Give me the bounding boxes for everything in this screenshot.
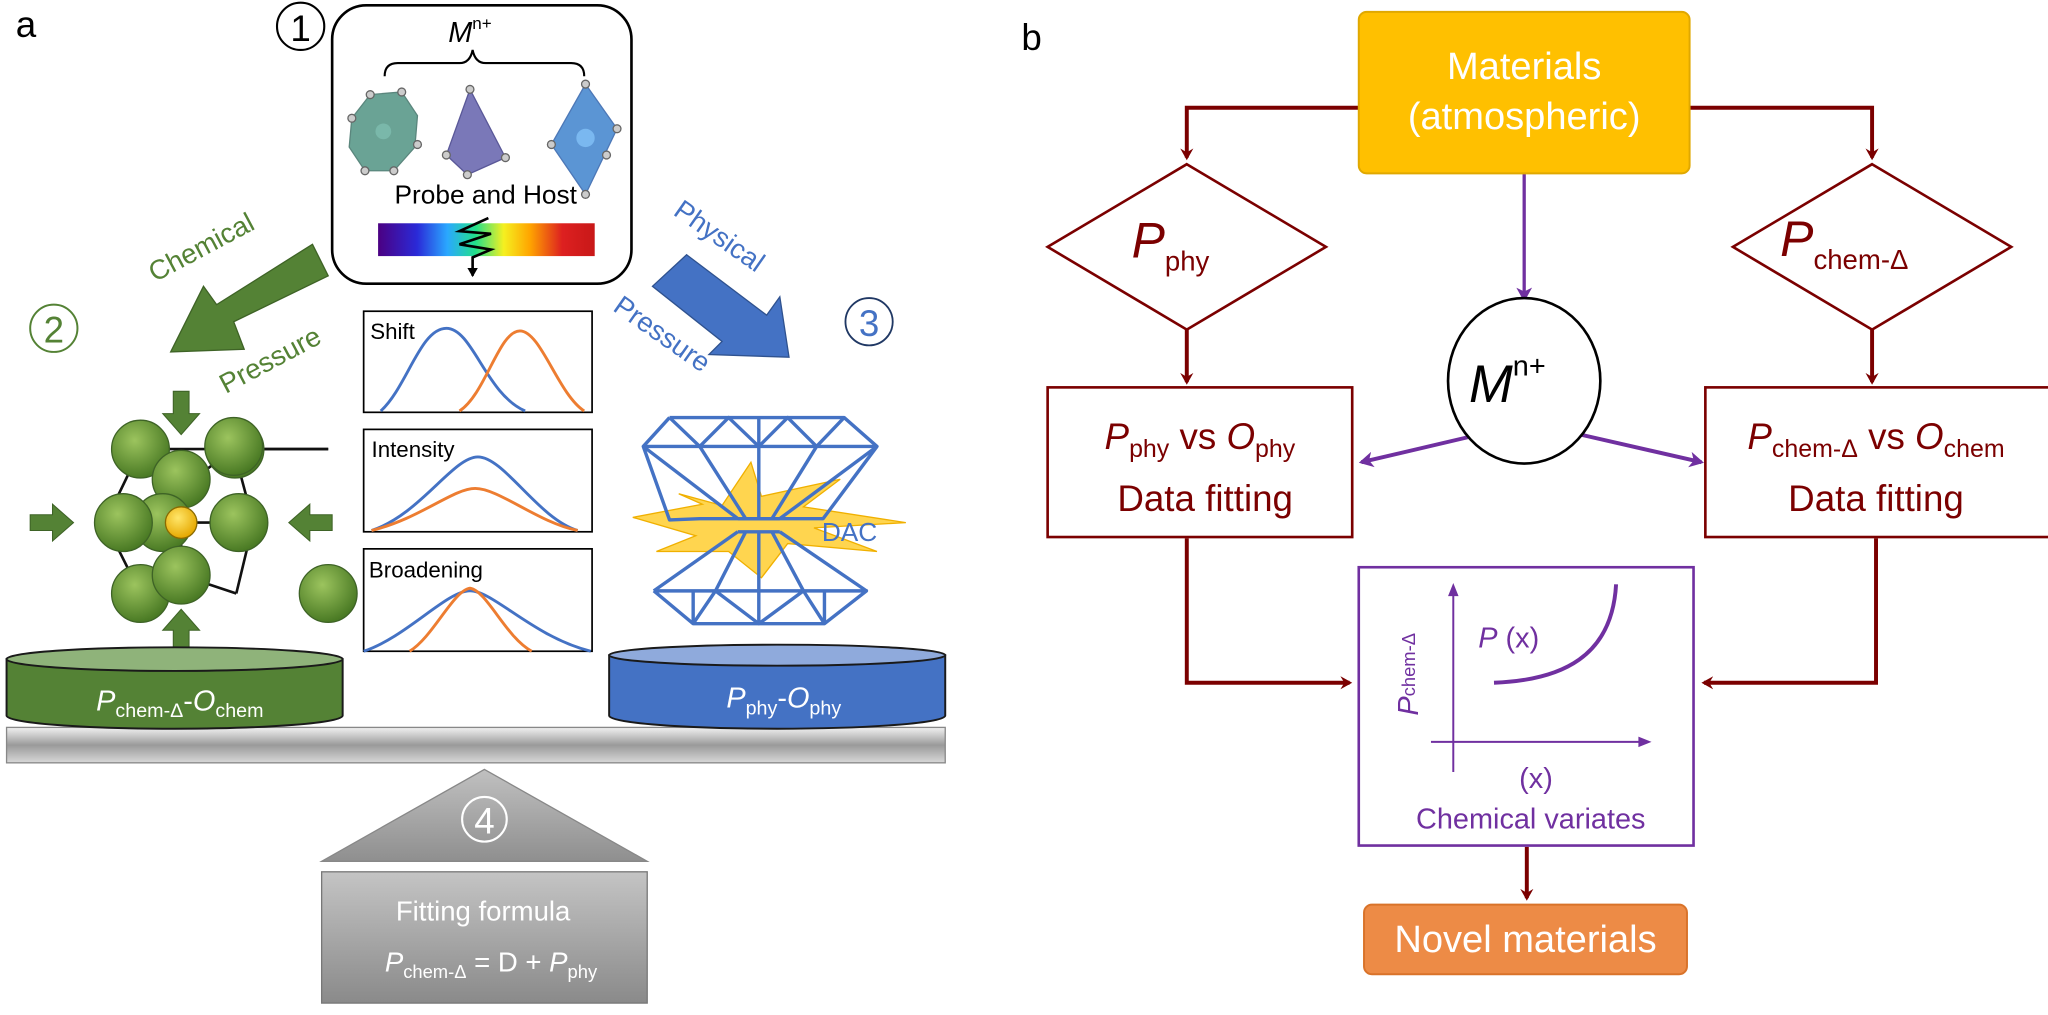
pchem-decision: Pchem-Δ [1730, 162, 2014, 332]
panel-a-label: a [16, 4, 37, 45]
spectrum-label: Broadening [369, 558, 483, 583]
step-1-number: 1 [290, 8, 310, 49]
ion-node-label: Mn+ [1469, 351, 1546, 414]
pphy-decision: Pphy [1045, 162, 1329, 332]
lattice-structure [93, 416, 358, 624]
step-1-badge [275, 1, 326, 52]
spectrum-panel-broadening: Broadening [362, 548, 593, 653]
connector-fitphy-to-plot [1184, 538, 1353, 690]
atom [93, 493, 153, 553]
materials-line1: Materials [1447, 46, 1601, 88]
phy-platform: Pphy-Ophy [608, 643, 947, 730]
chemical-pressure-arrow: Chemical Pressure [143, 206, 330, 399]
arrow-up-icon [161, 608, 201, 654]
plot-curve-label: P (x) [1478, 622, 1539, 654]
chemical-variates-node: P (x) Pchem-Δ (x) Chemical variates [1357, 565, 1695, 847]
step-4-badge [461, 795, 508, 843]
chem-platform: Pchem-Δ-Ochem [5, 646, 344, 730]
fitting-formula: Pchem-Δ = D + Pphy [385, 947, 598, 983]
fit-phy-line1: Pphy vs Ophy [1105, 416, 1296, 463]
step-1: 1 Mn+ Probe and Host [275, 1, 633, 285]
arrow-right-icon [29, 503, 75, 543]
fit-chem-line1: Pchem-Δ vs Ochem [1747, 416, 2004, 463]
atom [298, 563, 358, 624]
spectrum-label: Shift [370, 319, 415, 344]
dac-label: DAC [822, 517, 877, 547]
physical-pressure-arrow: Physical Pressure [608, 194, 790, 378]
novel-materials-node: Novel materials [1363, 903, 1688, 976]
plot-caption: Chemical variates [1416, 803, 1645, 835]
atom [110, 419, 171, 479]
polyhedron-tetrahedral-icon [441, 84, 511, 180]
fitting-formula-box [320, 871, 648, 1004]
step-4-number: 4 [474, 801, 494, 842]
spectrum-panel-shift: Shift [362, 310, 593, 414]
materials-node: Materials (atmospheric) [1357, 10, 1691, 175]
flow-connectors [1180, 105, 1879, 901]
atom [151, 545, 211, 605]
plot-x-label: (x) [1519, 763, 1553, 795]
arrow-left-icon [288, 503, 333, 543]
arrow-down-icon [161, 390, 201, 436]
phy-platform-label: Pphy-Ophy [726, 683, 841, 720]
polyhedron-octahedral-icon [546, 79, 622, 199]
novel-materials-label: Novel materials [1394, 919, 1656, 961]
spectrum-label: Intensity [372, 437, 456, 462]
pphy-label: Pphy [1132, 212, 1210, 276]
materials-line2: (atmospheric) [1408, 96, 1641, 138]
chem-platform-label: Pchem-Δ-Ochem [96, 685, 263, 722]
connector-ion-to-fit-chem [1580, 432, 1704, 468]
ion-label: Mn+ [448, 14, 492, 49]
polyhedron-dodecahedral-icon [347, 87, 423, 176]
step-3-number: 3 [859, 303, 879, 344]
fit-chem-node: Pchem-Δ vs Ochem Data fitting [1704, 386, 2048, 539]
spectrum-panel-intensity: Intensity [362, 428, 593, 533]
balance-beam [5, 726, 946, 764]
pchem-label: Pchem-Δ [1780, 211, 1908, 275]
atom [204, 416, 264, 476]
connector-materials-to-pphy [1180, 105, 1359, 161]
fitting-formula-title: Fitting formula [396, 895, 571, 926]
probe-ion [164, 506, 198, 540]
connector-ion-to-fit-phy [1358, 435, 1469, 468]
ion-node: Mn+ [1446, 296, 1602, 465]
chemical-label: Chemical [143, 206, 259, 287]
fit-phy-node: Pphy vs Ophy Data fitting [1046, 386, 1354, 539]
step-3-badge [844, 297, 894, 347]
probe-host-caption: Probe and Host [395, 180, 578, 210]
diamond-anvil-cell-icon: DAC [632, 415, 906, 626]
fulcrum: 4 Fitting formula Pchem-Δ = D + Pphy [319, 768, 650, 1004]
step-2-badge [29, 303, 79, 353]
fit-phy-line2: Data fitting [1117, 478, 1293, 519]
fit-chem-line2: Data fitting [1788, 478, 1964, 519]
plot-y-label: Pchem-Δ [1393, 633, 1425, 716]
plot-curve [1493, 584, 1619, 685]
compression-arrows [29, 390, 333, 654]
atom [209, 493, 269, 553]
brace [383, 49, 586, 77]
connector-materials-to-pchem [1689, 105, 1879, 161]
connector-fitchem-to-plot [1701, 538, 1878, 690]
step-2-number: 2 [44, 310, 64, 351]
panel-b-label: b [1021, 17, 1041, 58]
excitation-squiggle-icon [454, 216, 496, 278]
